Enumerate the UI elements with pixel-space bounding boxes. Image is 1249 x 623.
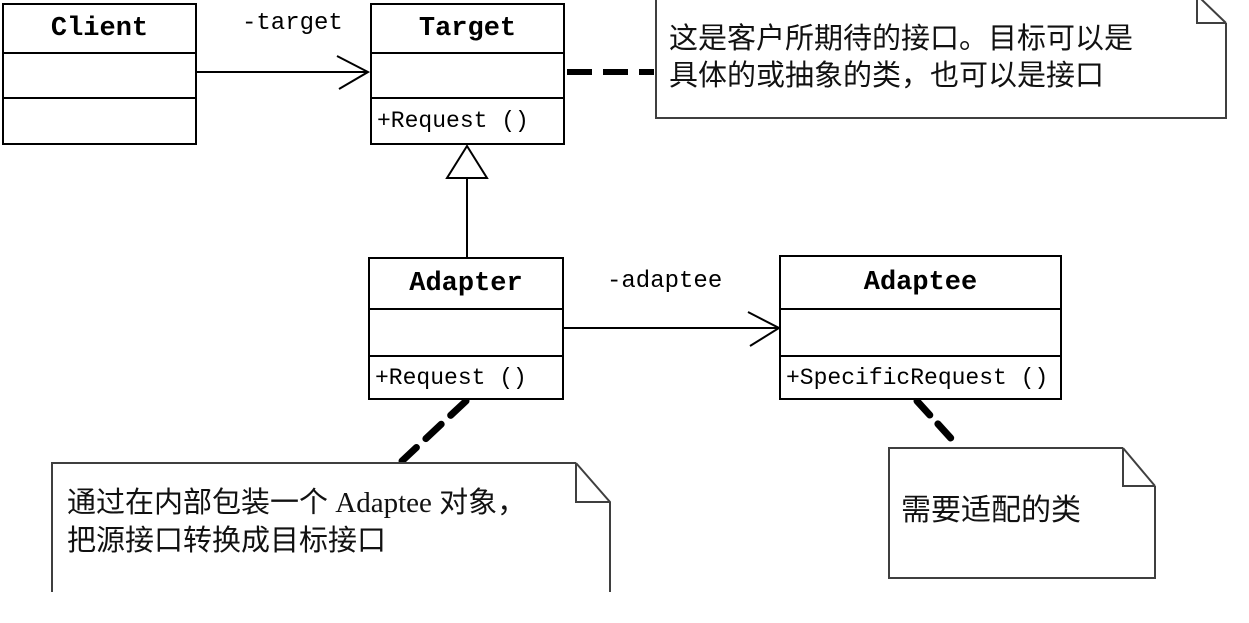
target-note-line2: 具体的或抽象的类，也可以是接口 — [669, 60, 1105, 92]
class-client-name: Client — [50, 13, 149, 44]
class-adapter: Adapter +Request () — [368, 257, 564, 400]
class-adaptee: Adaptee +SpecificRequest () — [779, 255, 1062, 400]
class-adaptee-name: Adaptee — [863, 267, 978, 298]
class-adapter-attributes — [370, 308, 562, 355]
class-adaptee-methods: +SpecificRequest () — [781, 355, 1060, 398]
association-adapter-adaptee — [564, 311, 782, 347]
note-anchor-adaptee — [913, 397, 962, 450]
class-target-methods: +Request () — [372, 97, 563, 143]
class-adaptee-attributes — [781, 308, 1060, 355]
adaptee-note-line1: 需要适配的类 — [901, 494, 1081, 527]
association-client-target — [197, 55, 371, 90]
target-note-text: 这是客户所期待的接口。目标可以是 具体的或抽象的类，也可以是接口 — [669, 21, 1133, 95]
class-client-attributes — [4, 52, 195, 97]
class-target: Target +Request () — [370, 3, 565, 145]
adapter-note-line1: 通过在内部包装一个 Adaptee 对象， — [67, 487, 527, 519]
class-adapter-methods: +Request () — [370, 355, 562, 398]
class-client: Client — [2, 3, 197, 145]
adapter-note-text: 通过在内部包装一个 Adaptee 对象， 把源接口转换成目标接口 — [67, 484, 526, 560]
note-fold-icon — [1122, 447, 1156, 487]
note-shape-target-note — [655, 0, 1227, 119]
generalization-adapter-target — [445, 144, 489, 258]
class-target-attributes — [372, 52, 563, 97]
note-anchor-adapter — [398, 397, 470, 465]
class-adapter-name: Adapter — [409, 268, 523, 299]
adaptee-note-text: 需要适配的类 — [901, 492, 1081, 529]
role-label-adaptee: -adaptee — [607, 268, 723, 295]
target-note-line1: 这是客户所期待的接口。目标可以是 — [669, 23, 1134, 55]
note-shape-adapter-note — [51, 462, 611, 592]
adapter-note-line2: 把源接口转换成目标接口 — [67, 525, 387, 557]
hollow-triangle-icon — [445, 144, 489, 179]
note-shape-adaptee-note — [888, 447, 1156, 579]
open-arrowhead-icon — [336, 55, 371, 90]
class-client-methods — [4, 97, 195, 143]
class-target-name: Target — [418, 13, 517, 44]
note-fold-icon — [1200, 0, 1227, 24]
role-label-target: -target — [242, 10, 343, 37]
